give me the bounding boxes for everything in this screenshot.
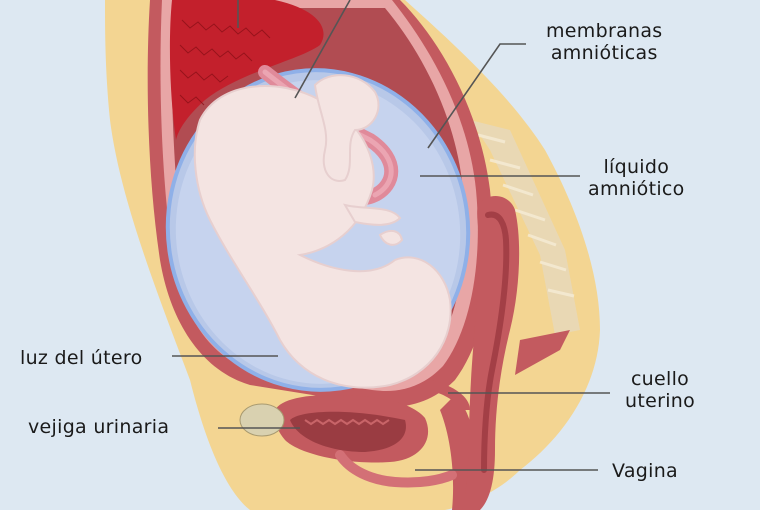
label-vagina: Vagina (612, 460, 678, 482)
label-cuello-line1: cuello (630, 368, 690, 390)
label-vejiga-urinaria: vejiga urinaria (28, 416, 170, 438)
label-liquido-amniotico: líquido amniótico (588, 156, 685, 200)
pubic-bone (239, 403, 285, 437)
label-cuello-uterino: cuello uterino (625, 368, 695, 412)
label-cuello-line2: uterino (625, 390, 696, 412)
sacrum-tissue (515, 330, 570, 375)
label-membranas-line2: amnióticas (550, 42, 658, 64)
leader-membranas (427, 43, 526, 149)
label-liquido-line2: amniótico (588, 178, 685, 200)
label-liquido-line1: líquido (603, 156, 670, 178)
leader-top-2 (294, 0, 351, 99)
placenta (169, 0, 324, 140)
fetus (193, 74, 452, 389)
leader-lines (172, 0, 610, 471)
label-membranas-line1: membranas (546, 20, 663, 42)
placenta-vessels (179, 19, 271, 106)
label-luz-del-utero: luz del útero (20, 347, 143, 369)
label-membranas-amnioticas: membranas amnióticas (546, 20, 663, 64)
spine (470, 120, 580, 335)
